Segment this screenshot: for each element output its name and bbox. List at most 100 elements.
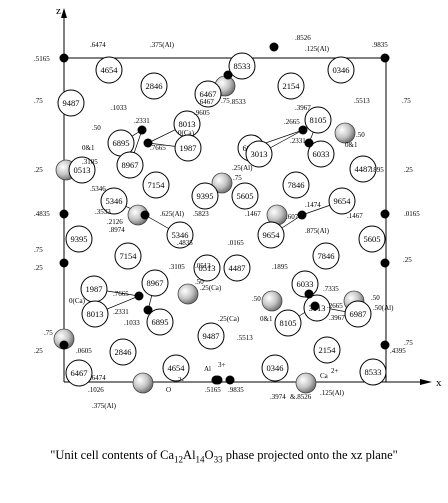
oxygen-atom bbox=[65, 225, 93, 253]
coordinate-label: .75 bbox=[34, 246, 43, 254]
coordinate-label: .3967 bbox=[329, 314, 345, 322]
coordinate-label: .25 bbox=[403, 256, 412, 264]
oxygen-atom-label: 4487 bbox=[355, 164, 372, 174]
oxygen-atom-label: 2154 bbox=[319, 345, 337, 355]
oxygen-atom bbox=[140, 72, 168, 100]
aluminium-atom bbox=[225, 375, 235, 385]
oxygen-atom-label: 9395 bbox=[71, 234, 88, 244]
coordinate-label: .25 bbox=[404, 166, 413, 174]
aluminium-atom bbox=[134, 291, 144, 301]
coordinate-label: .25 bbox=[34, 166, 43, 174]
oxygen-atom-label: 8967 bbox=[147, 278, 164, 288]
caption-subscript: 33 bbox=[213, 454, 223, 465]
oxygen-atoms: 4654284664678533215403469487689589678013… bbox=[57, 52, 387, 387]
coordinate-label: .0165 bbox=[228, 239, 244, 247]
oxygen-atom bbox=[146, 308, 174, 336]
coordinate-label: .0165 bbox=[404, 210, 420, 218]
coordinate-label: 0&1 bbox=[345, 141, 358, 149]
calcium-atom bbox=[261, 290, 283, 312]
coordinate-label: .5165 bbox=[205, 386, 221, 394]
coordinate-label: 0&1 bbox=[260, 315, 273, 323]
oxygen-atom bbox=[349, 155, 377, 183]
aluminium-atom bbox=[137, 125, 147, 135]
coordinate-label: .50 bbox=[92, 124, 101, 132]
oxygen-atom bbox=[261, 354, 289, 382]
calcium-atom bbox=[177, 283, 199, 305]
aluminium-atom bbox=[297, 210, 307, 220]
coordinate-label: .1033 bbox=[124, 319, 140, 327]
oxygen-atom-label: 3013 bbox=[251, 149, 268, 159]
caption-subscript: 12 bbox=[174, 454, 184, 465]
oxygen-atom-label: 8013 bbox=[179, 119, 196, 129]
coordinate-label: 0&1 bbox=[82, 144, 95, 152]
coordinate-label: .6467 bbox=[198, 98, 214, 106]
oxygen-atom bbox=[223, 254, 251, 282]
coordinate-label: .0513 bbox=[195, 262, 211, 270]
coordinate-label: 3+ bbox=[218, 361, 226, 369]
aluminium-atom bbox=[380, 340, 390, 350]
coordinate-label: .25(Ca) bbox=[218, 315, 240, 323]
aluminium-atoms bbox=[59, 42, 390, 385]
caption-subscript: 14 bbox=[195, 454, 205, 465]
coordinate-label: .4835 bbox=[34, 210, 50, 218]
aluminium-atom bbox=[143, 305, 153, 315]
oxygen-atom-label: 5605 bbox=[364, 234, 381, 244]
coordinate-label: .8526 bbox=[295, 34, 311, 42]
oxygen-atom-label: 7846 bbox=[318, 251, 335, 261]
coordinate-label: 2+ bbox=[331, 367, 339, 375]
oxygen-atom-label: 5605 bbox=[237, 191, 254, 201]
aluminium-atom bbox=[223, 70, 233, 80]
oxygen-atom-label: 9487 bbox=[203, 331, 220, 341]
aluminium-atom bbox=[310, 301, 320, 311]
coordinate-label: Al bbox=[204, 365, 211, 373]
coordinate-label: .125(Al) bbox=[305, 45, 330, 53]
aluminium-atom bbox=[304, 289, 314, 299]
oxygen-atom-label: 9654 bbox=[263, 230, 281, 240]
oxygen-atom-label: 6987 bbox=[350, 309, 367, 319]
oxygen-atom bbox=[231, 182, 259, 210]
coordinate-label: .875(Al) bbox=[305, 227, 330, 235]
oxygen-atom bbox=[68, 156, 96, 184]
axes: zx bbox=[56, 5, 442, 389]
oxygen-atom-label: 4654 bbox=[101, 65, 119, 75]
coordinate-label: .6474 bbox=[90, 374, 106, 382]
oxygen-atom bbox=[328, 187, 356, 215]
oxygen-atom bbox=[194, 80, 222, 108]
oxygen-atom bbox=[65, 359, 93, 387]
oxygen-atom bbox=[313, 336, 341, 364]
coordinate-label: .375(Al) bbox=[150, 41, 175, 49]
coordinate-label: .50 bbox=[252, 295, 261, 303]
oxygen-atom-label: 7846 bbox=[288, 180, 305, 190]
coordinate-label: .50 bbox=[371, 294, 380, 302]
oxygen-atom-label: 0513 bbox=[199, 263, 216, 273]
coordinate-label: .625(Al) bbox=[160, 210, 185, 218]
x-axis-label: x bbox=[436, 377, 442, 389]
oxygen-atom bbox=[109, 338, 137, 366]
coordinate-label: .1033 bbox=[111, 104, 127, 112]
aluminium-legend-marker bbox=[211, 375, 221, 385]
coordinate-label: .8974 bbox=[109, 226, 125, 234]
coordinate-label: .9835 bbox=[228, 386, 244, 394]
coordinate-label: .25 bbox=[34, 264, 43, 272]
calcium-atom bbox=[132, 372, 154, 394]
coordinate-label: .50 bbox=[356, 131, 365, 139]
coordinate-label: .2331 bbox=[134, 117, 150, 125]
coordinate-label: .7665 bbox=[113, 290, 129, 298]
oxygen-atom bbox=[257, 221, 285, 249]
coordinate-label: .50(Al) bbox=[373, 304, 394, 312]
coordinate-label: .25(Ca) bbox=[200, 284, 222, 292]
oxygen-atom bbox=[57, 89, 85, 117]
oxygen-atom-label: 9395 bbox=[197, 191, 214, 201]
coordinate-label: 0(Ca) bbox=[178, 129, 195, 137]
oxygen-atom bbox=[100, 187, 128, 215]
oxygen-atom-label: 0513 bbox=[74, 165, 91, 175]
oxygen-atom-label: 8967 bbox=[122, 160, 139, 170]
coordinate-label: .2665 bbox=[327, 302, 343, 310]
oxygen-atom-label: 6895 bbox=[113, 138, 130, 148]
z-axis-label: z bbox=[56, 5, 61, 17]
oxygen-atom bbox=[327, 56, 355, 84]
coordinate-label: .75 bbox=[402, 97, 411, 105]
coordinate-label: .2126 bbox=[107, 218, 123, 226]
oxygen-atom-label: 2154 bbox=[283, 81, 301, 91]
